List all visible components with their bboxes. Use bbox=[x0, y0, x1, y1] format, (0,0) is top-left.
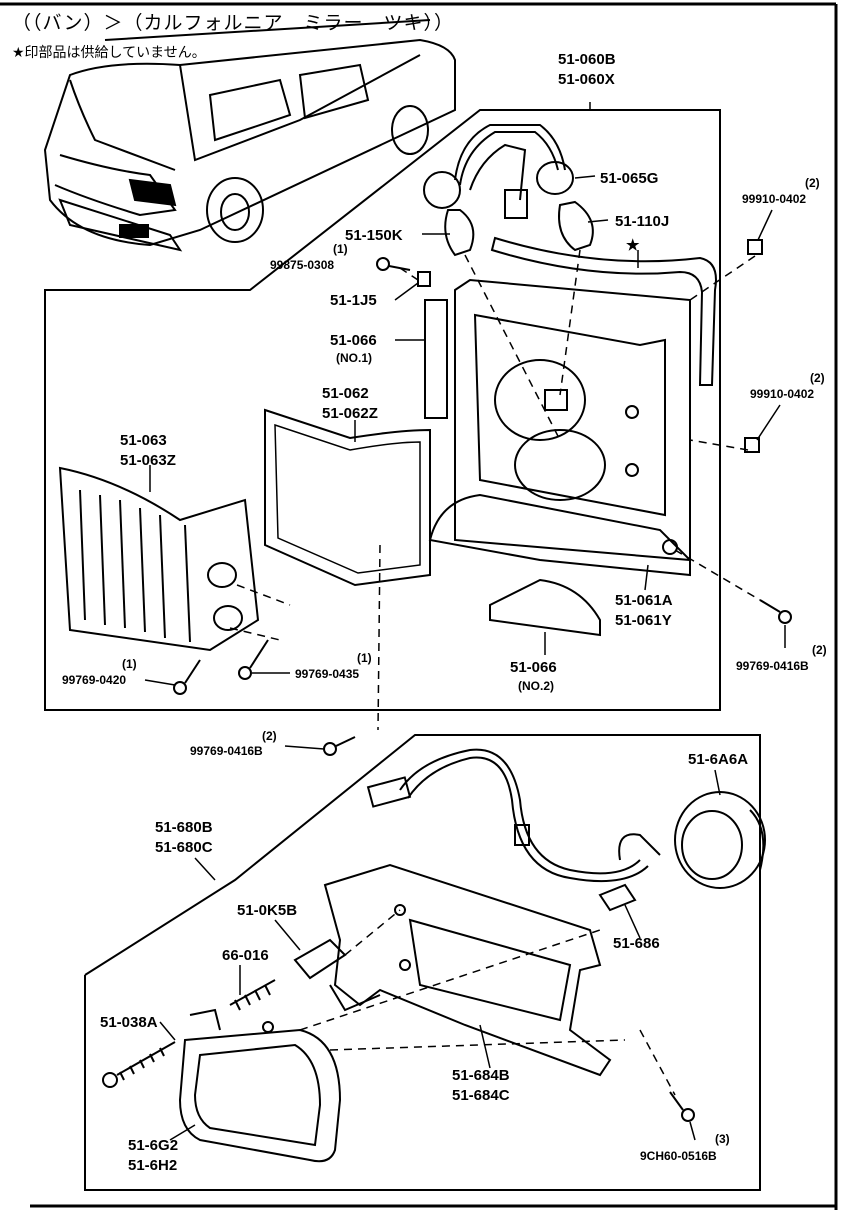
turn-signal-lens bbox=[58, 466, 260, 652]
label-51-680B: 51-680B bbox=[155, 819, 213, 836]
qty-99769-0435: (1) bbox=[357, 651, 372, 665]
leader-lines bbox=[144, 102, 786, 1141]
clip-99910-upper bbox=[747, 239, 763, 255]
label-51-684B: 51-684B bbox=[452, 1067, 510, 1084]
label-51-6A6A: 51-6A6A bbox=[688, 751, 748, 768]
label-51-684C: 51-684C bbox=[452, 1087, 510, 1104]
label-99769-0435: 99769-0435 bbox=[295, 667, 359, 681]
label-51-066-no2: 51-066 bbox=[510, 659, 557, 676]
label-51-063: 51-063 bbox=[120, 432, 167, 449]
label-99875-0308: 99875-0308 bbox=[270, 258, 334, 272]
label-9CH60-0516B: 9CH60-0516B bbox=[640, 1149, 717, 1163]
screw-9CH60-0516B bbox=[669, 1091, 695, 1122]
label-66-016: 66-016 bbox=[222, 947, 269, 964]
bulb-51-150K bbox=[444, 209, 475, 257]
label-51-680C: 51-680C bbox=[155, 839, 213, 856]
lower-region-outline bbox=[84, 734, 761, 1191]
screw-99769-0435 bbox=[238, 639, 269, 680]
connector-51-0K5B bbox=[293, 938, 347, 980]
star-marker: ★ bbox=[626, 237, 640, 254]
label-99910-0402-upper: 99910-0402 bbox=[742, 192, 806, 206]
label-51-063Z: 51-063Z bbox=[120, 452, 176, 469]
van-illustration bbox=[43, 19, 456, 252]
label-51-061Y: 51-061Y bbox=[615, 612, 672, 629]
label-no1: (NO.1) bbox=[336, 351, 372, 365]
reflector-no1 bbox=[424, 299, 448, 419]
label-51-150K: 51-150K bbox=[345, 227, 403, 244]
label-99910-0402-lower: 99910-0402 bbox=[750, 387, 814, 401]
qty-99769-0420: (1) bbox=[122, 657, 137, 671]
spring-66-016 bbox=[229, 979, 276, 1011]
assembly-lines-upper bbox=[229, 249, 761, 731]
screw-99875-0308 bbox=[376, 257, 411, 271]
screw-99769-0416B-upper bbox=[759, 599, 792, 624]
upper-region-outline bbox=[44, 109, 721, 711]
label-51-062Z: 51-062Z bbox=[322, 405, 378, 422]
clip-51-1J5 bbox=[417, 271, 431, 287]
qty-9CH60-0516B: (3) bbox=[715, 1132, 730, 1146]
supply-note: ★印部品は供給していません。 bbox=[12, 45, 206, 61]
bolt-51-038A bbox=[102, 1041, 176, 1088]
page-title: （（バン）＞（カルフォルニア ミラー ツキ）） bbox=[12, 12, 454, 34]
qty-99769-0416B-lower: (2) bbox=[262, 729, 277, 743]
bulb-51-110J bbox=[558, 200, 594, 252]
fog-lamp-wiring bbox=[366, 748, 661, 883]
qty-99910-0402-lower: (2) bbox=[810, 371, 825, 385]
label-51-1J5: 51-1J5 bbox=[330, 292, 377, 309]
label-51-6G2: 51-6G2 bbox=[128, 1137, 178, 1154]
qty-99910-0402-upper: (2) bbox=[805, 176, 820, 190]
label-no2: (NO.2) bbox=[518, 679, 554, 693]
screw-99769-0416B-lower bbox=[323, 736, 356, 756]
label-51-038A: 51-038A bbox=[100, 1014, 158, 1031]
label-51-686: 51-686 bbox=[613, 935, 660, 952]
fog-bulb-51-6A6A bbox=[674, 791, 766, 889]
lens-gasket bbox=[264, 408, 431, 587]
label-51-060B: 51-060B bbox=[558, 51, 616, 68]
fog-lamp-body bbox=[178, 1008, 342, 1163]
assembly-lines-lower bbox=[299, 909, 676, 1096]
mounting-bracket bbox=[323, 863, 612, 1077]
label-51-062: 51-062 bbox=[322, 385, 369, 402]
screw-99769-0420 bbox=[173, 659, 201, 695]
label-99769-0416B-upper: 99769-0416B bbox=[736, 659, 809, 673]
gasket-strip bbox=[490, 236, 717, 386]
label-51-065G: 51-065G bbox=[600, 170, 658, 187]
label-51-110J: 51-110J bbox=[615, 213, 669, 230]
wire-harness bbox=[423, 124, 574, 219]
qty-99769-0416B-upper: (2) bbox=[812, 643, 827, 657]
label-51-061A: 51-061A bbox=[615, 592, 673, 609]
label-99769-0420: 99769-0420 bbox=[62, 673, 126, 687]
label-51-066-no1: 51-066 bbox=[330, 332, 377, 349]
clip-99910-lower bbox=[744, 437, 760, 453]
reflector-no2 bbox=[489, 578, 601, 637]
socket-51-686 bbox=[598, 883, 637, 912]
label-51-0K5B: 51-0K5B bbox=[237, 902, 297, 919]
label-99769-0416B-lower: 99769-0416B bbox=[190, 744, 263, 758]
label-51-6H2: 51-6H2 bbox=[128, 1157, 177, 1174]
qty-99875-0308: (1) bbox=[333, 242, 348, 256]
lamp-housing bbox=[428, 278, 691, 577]
label-51-060X: 51-060X bbox=[558, 71, 615, 88]
